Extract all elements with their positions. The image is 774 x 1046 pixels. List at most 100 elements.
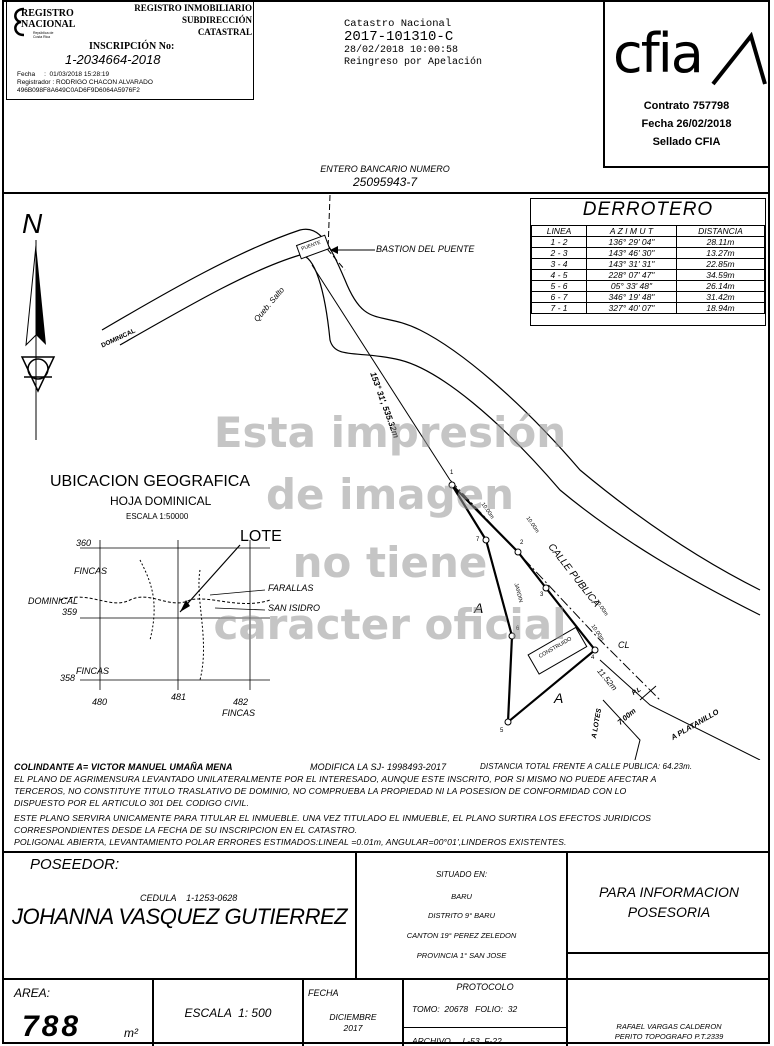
watermark-line1: Esta impresión <box>213 408 567 457</box>
area-a-label-1: A <box>474 600 484 616</box>
fecha-year: 2017 <box>343 1023 363 1033</box>
inset-river <box>59 596 271 604</box>
bastion-arrow-icon <box>330 246 338 254</box>
registry-hash: 496B098F8A649C0AD6F9D6064A5976F2 <box>17 87 140 94</box>
area-a-label-2: A <box>554 690 564 706</box>
derrotero-cell: 327° 40' 07" <box>586 302 677 314</box>
road-north <box>327 194 346 271</box>
note-distancia: DISTANCIA TOTAL FRENTE A CALLE PUBLICA: … <box>480 762 693 771</box>
surveyor-name: RAFAEL VARGAS CALDERON <box>616 1022 722 1031</box>
registry-org-line1: REGISTRO INMOBILIARIO <box>134 3 252 13</box>
cfia-contract: Contrato 757798 <box>643 100 730 112</box>
note-line4: DISPUESTO POR EL ARTICULO 301 DEL CODIGO… <box>14 798 249 808</box>
inset-y358: 358 <box>60 673 76 683</box>
inset-streams <box>139 559 205 681</box>
escala-text: ESCALA 1: 500 <box>184 1006 272 1020</box>
survey-points <box>448 481 599 726</box>
ubicacion-title: UBICACION GEOGRAFICA <box>50 473 251 490</box>
registry-stamp: REGISTRO NACIONAL República de Costa Ric… <box>6 0 254 100</box>
derrotero-cell: 7 - 1 <box>530 302 588 314</box>
parcel-polygon <box>451 484 597 725</box>
point-1-label: 1 <box>450 470 454 476</box>
footer-vline-3 <box>152 978 154 1046</box>
dimension-line <box>639 685 657 701</box>
registry-logo-line2: NACIONAL <box>21 19 76 30</box>
inset-fincas-mid: FINCAS <box>76 666 110 676</box>
cfia-logo-triangle-icon <box>711 32 767 86</box>
point-4-label: 4 <box>591 655 595 661</box>
cfia-seal: Sellado CFIA <box>652 136 721 148</box>
cfia-date: Fecha 26/02/2018 <box>641 118 732 130</box>
watermark-line2: de imagen <box>265 470 515 519</box>
purpose-line2: POSESORIA <box>627 904 711 920</box>
note-line6: CORRESPONDIENTES DESDE LA FECHA DE SU IN… <box>14 825 358 835</box>
ubicacion-hoja: HOJA DOMINICAL <box>110 494 212 508</box>
area-value: 788 <box>22 1010 82 1043</box>
registry-registrar: Registrador : RODRIGO CHACON ALVARADO <box>17 79 153 86</box>
point-7 <box>482 536 490 544</box>
site-plan-drawing <box>20 194 761 760</box>
watermark-line3: no tiene <box>292 538 488 587</box>
access-road <box>599 659 761 760</box>
surveyor-title: PERITO TOPOGRAFO P.T.2339 <box>614 1032 724 1041</box>
inset-fincas-bottom: FINCAS <box>222 708 256 718</box>
area-label: AREA: <box>14 986 51 1000</box>
protocolo-divider <box>402 1027 566 1028</box>
lote-leader <box>179 544 241 613</box>
river-line-upper <box>101 228 761 591</box>
inset-x481: 481 <box>171 692 187 702</box>
north-label: N <box>22 208 43 239</box>
registry-logo-sub: República de Costa Rica <box>33 31 54 39</box>
registry-date: Fecha : 01/03/2018 15:28:19 <box>17 71 110 78</box>
protocolo-archivo: ARCHIVO L-53 F-22 <box>412 1036 502 1046</box>
point-3 <box>542 584 550 592</box>
lotes-road <box>602 699 641 760</box>
bearing-line <box>311 264 451 481</box>
note-line5: ESTE PLANO SERVIRA UNICAMENTE PARA TITUL… <box>14 813 652 823</box>
derrotero-cell: 18.94m <box>675 302 766 314</box>
point-2 <box>514 548 522 556</box>
watermark-line4: caracter oficial <box>213 600 567 649</box>
cfia-logo: cfia <box>613 22 704 85</box>
bridge-box <box>295 234 331 260</box>
inscription-number: 1-2034664-2018 <box>65 52 161 67</box>
owner-label: POSEEDOR: <box>30 856 120 873</box>
note-line2: EL PLANO DE AGRIMENSURA LEVANTADO UNILAT… <box>14 774 657 784</box>
situado-distrito: DISTRITO 9° BARU <box>427 911 496 920</box>
magnetic-north-icon <box>20 356 56 393</box>
footer-right-divider <box>566 952 770 954</box>
situado-provincia: PROVINCIA 1° SAN JOSE <box>416 951 507 960</box>
catastro-number: 2017-101310-C <box>344 29 454 45</box>
registry-logo-line1: REGISTRO <box>21 8 74 19</box>
footer-row-divider <box>2 978 770 980</box>
situado-canton: CANTON 19° PEREZ ZELEDON <box>406 931 517 940</box>
north-arrow-head-icon <box>36 245 46 345</box>
inset-farallas: FARALLAS <box>268 583 314 593</box>
inset-grid-vertical <box>99 540 251 690</box>
fecha-month: DICIEMBRE <box>329 1012 377 1022</box>
note-line3: TERCEROS, NO CONSTITUYE TITULO TRASLATIV… <box>14 786 627 796</box>
point-3-label: 3 <box>540 592 544 598</box>
point-1 <box>448 481 456 489</box>
registry-logo-icon <box>14 7 25 37</box>
registry-org-line3: CATASTRAL <box>197 27 252 37</box>
point-2-label: 2 <box>520 540 524 546</box>
point-5-label: 5 <box>500 728 504 734</box>
inset-y360: 360 <box>76 538 92 548</box>
point-6-label: 6 <box>516 626 520 632</box>
protocolo-tomo: TOMO: 20678 FOLIO: 32 <box>412 1004 518 1014</box>
owner-cedula: CEDULA 1-1253-0628 <box>140 893 238 903</box>
point-5 <box>504 718 512 726</box>
note-colindante: COLINDANTE A= VICTOR MANUEL UMAÑA MENA <box>14 762 233 772</box>
north-arrow-outline-icon <box>25 244 37 347</box>
construido-box <box>527 626 588 675</box>
footer-vline-2 <box>566 851 568 1046</box>
lote-arrow-icon <box>180 600 190 612</box>
